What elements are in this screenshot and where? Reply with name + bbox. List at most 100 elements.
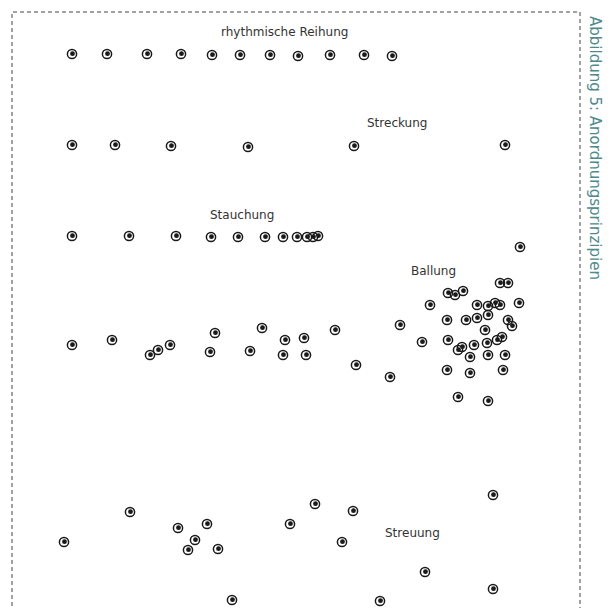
scribble-dot-core (110, 337, 115, 342)
scribble-dot-core (313, 501, 318, 506)
scribble-dot (325, 50, 334, 59)
scribble-dot-core (428, 302, 433, 307)
scribble-dot (488, 584, 497, 593)
scribble-dot-core (248, 348, 253, 353)
scribble-dot (515, 242, 524, 251)
scribble-dot (488, 490, 497, 499)
scribble-dot-core (445, 367, 450, 372)
scribble-dot-core (246, 144, 251, 149)
scribble-dot-core (105, 51, 110, 56)
scribble-dot (125, 507, 134, 516)
scribble-dot (278, 232, 287, 241)
scribble-dot-core (352, 143, 357, 148)
scribble-dot-core (472, 342, 477, 347)
scribble-dot-core (506, 280, 511, 285)
scribble-dot (349, 141, 358, 150)
scribble-dot-core (388, 374, 393, 379)
scribble-dot-core (295, 234, 300, 239)
scribble-dot (206, 232, 215, 241)
scribble-dot-core (378, 598, 383, 603)
scribble-dot (213, 544, 222, 553)
scribble-dot-core (390, 53, 395, 58)
scribble-dot (183, 545, 192, 554)
scribble-dot-core (281, 234, 286, 239)
scribble-dot-core (288, 521, 293, 526)
scribble-dot (461, 315, 470, 324)
scribble-dot (483, 350, 492, 359)
scribble-dot (285, 519, 294, 528)
scribble-dot (227, 595, 236, 604)
scribble-dot (67, 140, 76, 149)
scribble-dot (67, 49, 76, 58)
scribble-dot (207, 50, 216, 59)
scribble-dot-core (398, 322, 403, 327)
scribble-dot-core (238, 52, 243, 57)
scribble-dot-core (281, 352, 286, 357)
scribble-dot (442, 365, 451, 374)
scribble-dot-core (283, 337, 288, 342)
scribble-dot (483, 310, 492, 319)
scribble-dot-core (304, 352, 309, 357)
scribble-dot (500, 140, 509, 149)
scribble-dot (425, 300, 434, 309)
scribble-dot-core (70, 142, 75, 147)
scribble-dot-core (517, 300, 522, 305)
scribble-dot (385, 372, 394, 381)
scribble-dot-core (186, 547, 191, 552)
scribble-dot (495, 300, 504, 309)
scribble-dot (67, 231, 76, 240)
scribble-dot-core (263, 234, 268, 239)
scribble-dot (313, 231, 322, 240)
scribble-dot (351, 360, 360, 369)
scribble-dot-core (500, 334, 505, 339)
scribble-dot-core (127, 233, 132, 238)
row-heading: Streuung (383, 526, 442, 541)
scribble-dot-core (328, 52, 333, 57)
scribble-dot-core (205, 521, 210, 526)
scribble-dot (472, 300, 481, 309)
scribble-dot-core (208, 349, 213, 354)
scribble-dot-core (464, 317, 469, 322)
scribble-dot (453, 345, 462, 354)
scribble-dot (210, 328, 219, 337)
scribble-dot (110, 140, 119, 149)
scribble-dot (292, 232, 301, 241)
scribble-dot-core (296, 53, 301, 58)
row-heading: Streckung (365, 116, 429, 131)
scribble-dot-core (486, 312, 491, 317)
scribble-dot (245, 346, 254, 355)
scribble-dot-core (176, 525, 181, 530)
scribble-dot-core (236, 234, 241, 239)
scribble-dot (243, 142, 252, 151)
scribble-dot (310, 499, 319, 508)
scribble-dot-core (503, 142, 508, 147)
scribble-dot-core (316, 233, 321, 238)
scribble-dot-core (268, 52, 273, 57)
scribble-dot (67, 340, 76, 349)
scribble-dot (166, 141, 175, 150)
scribble-dot (497, 332, 506, 341)
scribble-dot (142, 49, 151, 58)
scribble-dot-core (340, 539, 345, 544)
scribble-dot (465, 368, 474, 377)
scribble-dot (330, 325, 339, 334)
scribble-dot (171, 231, 180, 240)
scribble-dot-core (209, 234, 214, 239)
scribble-dot (500, 350, 509, 359)
scribble-dot (59, 537, 68, 546)
scribble-dot-core (260, 325, 265, 330)
scribble-dot-core (128, 509, 133, 514)
scribble-dot-core (518, 244, 523, 249)
scribble-dot-core (70, 342, 75, 347)
scribble-dot-core (420, 339, 425, 344)
scribble-dot (453, 392, 462, 401)
scribble-dot (482, 338, 491, 347)
scribble-dot-core (485, 340, 490, 345)
scribble-dot-core (213, 330, 218, 335)
scribble-dot-core (148, 352, 153, 357)
scribble-dot-core (456, 394, 461, 399)
scribble-dot-core (468, 354, 473, 359)
scribble-dot-core (70, 233, 75, 238)
scribble-dot (102, 49, 111, 58)
